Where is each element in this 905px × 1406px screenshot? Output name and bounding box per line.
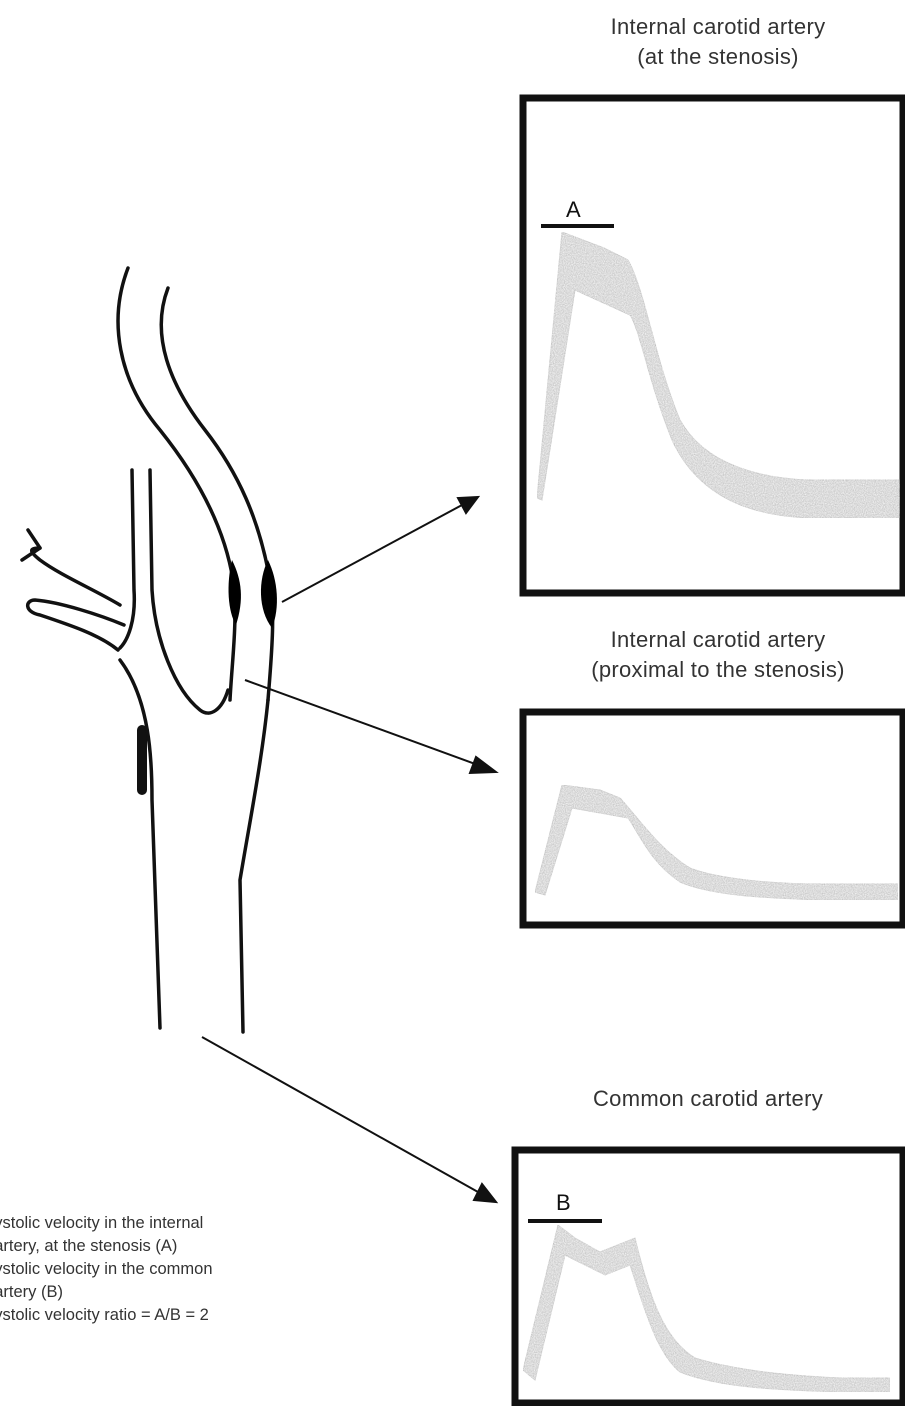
note-line: l artery, at the stenosis (A) bbox=[0, 1235, 406, 1258]
eca-right-wall bbox=[150, 470, 228, 713]
note-line: l artery (B) bbox=[0, 1281, 406, 1304]
spectral-panel-cca: B bbox=[515, 1150, 903, 1403]
panel-title-line1: Common carotid artery bbox=[508, 1084, 905, 1114]
panel-title-line1: Internal carotid artery bbox=[518, 12, 905, 42]
arrow-cca-line bbox=[202, 1037, 478, 1192]
note-line: systolic velocity in the common bbox=[0, 1258, 406, 1281]
cca-left-wall bbox=[120, 660, 160, 1028]
arrow-stenosis-line bbox=[282, 505, 462, 602]
panel-frame bbox=[523, 98, 903, 593]
panel-title-cca: Common carotid artery bbox=[508, 1084, 905, 1114]
panel-title-line2: (at the stenosis) bbox=[518, 42, 905, 72]
cca-right-wall bbox=[240, 700, 268, 1032]
stenosis-plaque-right bbox=[261, 560, 277, 628]
arrow-cca-head bbox=[474, 1184, 496, 1202]
arrow-proximal-line bbox=[245, 680, 478, 765]
spectral-panel-ica-proximal bbox=[523, 712, 903, 925]
panel-title-line2: (proximal to the stenosis) bbox=[518, 655, 905, 685]
stenosis-plaque-left bbox=[229, 560, 241, 625]
spectral-panel-ica-stenosis: A bbox=[523, 98, 903, 593]
eca-left-wall bbox=[120, 470, 134, 648]
peak-marker-b-label: B bbox=[556, 1190, 571, 1215]
eca-branch bbox=[28, 548, 124, 650]
note-line: systolic velocity in the internal bbox=[0, 1212, 406, 1235]
velocity-ratio-note: systolic velocity in the internal l arte… bbox=[0, 1212, 406, 1327]
panel-title-ica-proximal: Internal carotid artery (proximal to the… bbox=[518, 625, 905, 685]
panel-title-ica-stenosis: Internal carotid artery (at the stenosis… bbox=[518, 12, 905, 72]
ica-left-wall bbox=[118, 268, 235, 700]
note-line: systolic velocity ratio = A/B = 2 bbox=[0, 1304, 406, 1327]
carotid-artery-illustration bbox=[22, 268, 273, 1032]
ica-right-wall bbox=[161, 288, 272, 700]
panel-title-line1: Internal carotid artery bbox=[518, 625, 905, 655]
peak-marker-a-label: A bbox=[566, 197, 581, 222]
arrow-stenosis-head bbox=[458, 497, 478, 513]
arrow-proximal-head bbox=[470, 757, 496, 773]
